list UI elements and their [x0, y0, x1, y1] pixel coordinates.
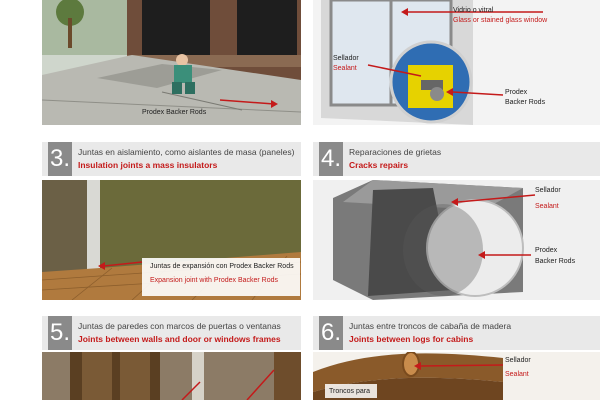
section-number: 6.: [319, 316, 343, 350]
section-title-en: Joints between walls and door or windows…: [78, 334, 281, 344]
section-title-en: Joints between logs for cabins: [349, 334, 474, 344]
section-title-es: Juntas de paredes con marcos de puertas …: [78, 321, 281, 331]
expansion-note-es: Juntas de expansión con Prodex Backer Ro…: [150, 263, 294, 270]
sealant-label-en: Sealant: [333, 65, 357, 72]
section-title-es: Reparaciones de grietas: [349, 147, 442, 157]
sealant-label-es: Sellador: [535, 187, 561, 194]
panel-insulation-joint: Juntas de expansión con Prodex Backer Ro…: [42, 180, 301, 300]
section-number: 5.: [48, 316, 72, 350]
section-number: 4.: [319, 142, 343, 176]
crack-illustration: [313, 180, 600, 300]
rods-label-line2: Backer Rods: [535, 258, 576, 265]
sealant-label-es: Sellador: [333, 55, 359, 62]
logs-label-es: Troncos para: [329, 388, 370, 395]
panel-window-joint: Vidrio o vitral Glass or stained glass w…: [313, 0, 600, 125]
section-header-6: 6. Juntas entre troncos de cabaña de mad…: [313, 316, 600, 350]
insulation-illustration: [42, 180, 301, 300]
panel-crack-repair: Sellador Sealant Prodex Backer Rods: [313, 180, 600, 300]
log-cabin-illustration: [313, 352, 600, 400]
section-header-5: 5. Juntas de paredes con marcos de puert…: [42, 316, 301, 350]
panel-door-frame-joint: [42, 352, 301, 400]
rods-label-line1: Prodex: [535, 247, 558, 254]
section-title-es: Juntas entre troncos de cabaña de madera: [349, 321, 512, 331]
backer-rods-label: Prodex Backer Rods: [142, 109, 207, 116]
door-frame-illustration: [42, 352, 301, 400]
sidewalk-illustration: [42, 0, 301, 125]
section-header-3: 3. Juntas en aislamiento, como aislantes…: [42, 142, 301, 176]
rods-label-line1: Prodex: [505, 89, 528, 96]
glass-label-es: Vidrio o vitral: [453, 7, 494, 14]
section-title-en: Insulation joints a mass insulators: [78, 160, 218, 170]
glass-label-en: Glass or stained glass window: [453, 17, 548, 24]
window-illustration: [313, 0, 600, 125]
section-number: 3.: [48, 142, 72, 176]
expansion-note-en: Expansion joint with Prodex Backer Rods: [150, 277, 279, 284]
section-header-4: 4. Reparaciones de grietas Cracks repair…: [313, 142, 600, 176]
section-title-es: Juntas en aislamiento, como aislantes de…: [78, 147, 295, 157]
sealant-label-es: Sellador: [505, 357, 531, 364]
sealant-label-en: Sealant: [535, 203, 559, 210]
rods-label-line2: Backer Rods: [505, 99, 546, 106]
panel-sidewalk-joint: Prodex Backer Rods: [42, 0, 301, 125]
section-title-en: Cracks repairs: [349, 160, 409, 170]
sealant-label-en: Sealant: [505, 371, 529, 378]
panel-log-cabin-joint: Sellador Sealant Troncos para: [313, 352, 600, 400]
